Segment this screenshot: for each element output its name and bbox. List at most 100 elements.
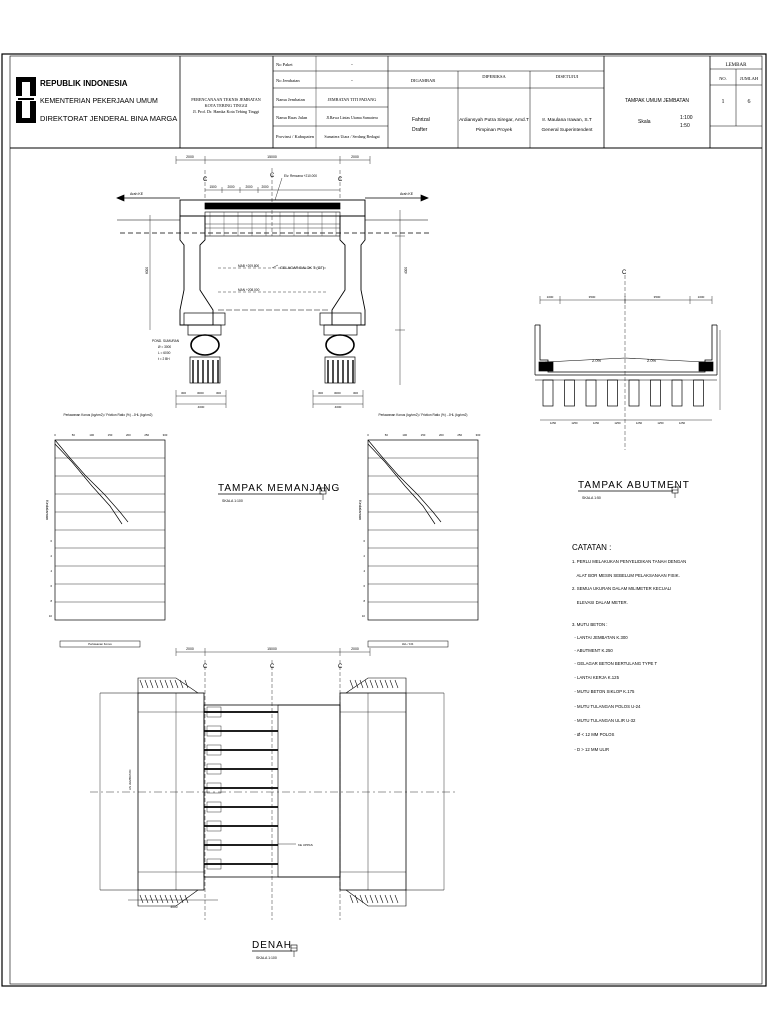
xs-girder (693, 379, 704, 407)
soil-y-tick: 8 (50, 599, 52, 603)
plan-girder-end (206, 820, 222, 832)
plan-dim-top-1: 2000 (186, 647, 194, 651)
soil-y-tick: 6 (50, 584, 52, 588)
project-line-2: KOTA TEBING TINGGI (205, 103, 248, 108)
drawn-by-name: Fahrizal (412, 117, 430, 123)
elev-pile-note-2: Ø = 3000 (158, 345, 171, 349)
plan-deck-note: KE UPPAS (298, 843, 313, 847)
note-line: - GELAGAR BETON BERTULANG TYPE T (572, 661, 658, 666)
field-label-4: Provinsi / Kabupaten (276, 134, 315, 139)
abutment-title: TAMPAK ABUTMENT (578, 480, 690, 491)
plan-wingwall-hatching (139, 679, 399, 904)
plan-bottom-dim: 4000 (170, 905, 177, 909)
soil-x-tick: 300 (476, 433, 481, 437)
project-line-3: Jl. Prof. Dr. Hamka Kota Tebing Tinggi (193, 109, 260, 114)
denah-scale: SKALA 1:100 (256, 956, 277, 960)
sheet-total: 6 (748, 99, 751, 105)
soil-y-tick: 0 (363, 539, 365, 543)
approved-by-name: Ir. Maulana Irawan, S.T (542, 117, 592, 123)
scale-value-1: 1:100 (680, 115, 693, 121)
plan-axis-label: AS JEMBATAN (128, 770, 132, 790)
elev-side-dim-right: 4000 (404, 267, 408, 274)
soil-chart-left-title: Perlawanan Konus (kg/cm2) / Friction Rat… (64, 413, 153, 417)
checked-by-role: Pimpinan Proyek (476, 127, 513, 133)
view-title-abutment: TAMPAK ABUTMENT SKALA 1:50 (578, 480, 690, 500)
role-header-approved: DISETUJUI (556, 74, 579, 79)
elev-annotation-girder: GELAGAR BALOK T (GT) (280, 266, 325, 270)
role-header-drawn: DIGAMBAR (411, 78, 436, 83)
elev-bottom-total-l: 4000 (198, 405, 205, 409)
note-line: - ABUTMENT K.250 (572, 648, 613, 653)
xs-girder (628, 379, 640, 407)
xs-girder (671, 379, 683, 407)
plan-girder-end (206, 744, 222, 756)
memanjang-scale: SKALA 1:100 (222, 499, 243, 503)
field-label-3: Nama Ruas Jalan (276, 115, 308, 120)
xs-dim-bottom: 1250 (571, 421, 578, 425)
sheet-no: 1 (722, 99, 725, 105)
field-label-1: No Jembatan (276, 78, 300, 83)
soil-y-tick: 4 (363, 569, 365, 573)
note-line: 1. PERLU MELAKUKAN PENYELIDIKAN TANAH DE… (572, 559, 686, 564)
field-label-0: No Paket (276, 62, 293, 67)
xs-dim-top-3: 3500 (654, 295, 661, 299)
note-line: - MUTU TULANGAN POLOS U-24 (572, 704, 641, 709)
field-value-2: JEMBATAN TITI PADANG (328, 97, 377, 102)
plan-legend-right: JHL / F.R. (402, 642, 414, 646)
xs-dim-bottom: 1250 (593, 421, 600, 425)
soil-y-tick: 8 (363, 599, 365, 603)
elev-level-1: MAB +209.800 (238, 264, 259, 268)
denah-title: DENAH (252, 940, 292, 951)
soil-y-tick: 10 (362, 614, 366, 618)
soil-x-tick: 200 (439, 433, 444, 437)
elev-side-dim: 6000 (145, 267, 149, 274)
note-line: - LANTAI JEMBATAN K.300 (572, 635, 628, 640)
xs-girder (585, 379, 597, 407)
note-line: - D > 12 MM ULIR (572, 747, 609, 752)
soil-x-tick: 250 (144, 433, 149, 437)
elev-arrow-left: Arah KE (130, 192, 144, 196)
soil-chart-right-ylabel: Kedalaman (358, 500, 363, 520)
elev-dim-sub-3: 2000 (245, 185, 252, 189)
soil-x-tick: 250 (457, 433, 462, 437)
xs-dim-bottom: 1250 (636, 421, 643, 425)
soil-x-tick: 150 (421, 433, 426, 437)
drawn-by-role: Drafter (412, 127, 428, 133)
elev-bottom-total-r: 4000 (335, 405, 342, 409)
elev-bottom-dim-l1: 300 (181, 391, 186, 395)
elev-bottom-dim-r1: 300 (318, 391, 323, 395)
xs-slope-right: 2.0% (647, 358, 657, 363)
field-label-2: Nama Jembatan (276, 97, 306, 102)
plan-view (59, 640, 455, 920)
soil-y-tick: 2 (363, 554, 365, 558)
soil-chart-right-title: Perlawanan Konus (kg/cm2) / Friction Rat… (379, 413, 468, 417)
soil-y-tick: 2 (50, 554, 52, 558)
field-value-4: Sumatera Utara / Serdang Bedagai (324, 134, 380, 139)
sheet-border (1, 53, 767, 987)
approved-by-role: General Superintendent (542, 127, 594, 133)
plan-cut-1: C (203, 664, 208, 670)
agency-line-2: KEMENTERIAN PEKERJAAN UMUM (40, 98, 158, 105)
soil-y-tick: 6 (363, 584, 365, 588)
drawing-frame (9, 55, 763, 985)
soil-x-tick: 50 (72, 433, 76, 437)
scale-label: Skala (638, 119, 651, 125)
notes: CATATAN : 1. PERLU MELAKUKAN PENYELIDIKA… (572, 543, 686, 752)
sheet-header: LEMBAR (726, 63, 748, 68)
elev-cut-label-mid: C (270, 173, 275, 179)
memanjang-title: TAMPAK MEMANJANG (218, 483, 340, 494)
agency-line-1: REPUBLIK INDONESIA (40, 79, 128, 88)
longitudinal-elevation (116, 156, 430, 408)
soil-chart-left-ylabel: Kedalaman (45, 500, 50, 520)
note-line: - Ø < 12 MM POLOS (572, 732, 615, 737)
elev-dim-top-3: 2000 (351, 155, 359, 159)
xs-dim-bottom: 1250 (550, 421, 557, 425)
plan-girder-end (206, 782, 222, 794)
soil-x-tick: 100 (89, 433, 94, 437)
elevation-labels: 2000 15000 2000 1500 2000 2000 2000 C C … (130, 155, 414, 409)
abutment-scale: SKALA 1:50 (582, 496, 601, 500)
elev-dim-sub-2: 2000 (227, 185, 234, 189)
agency-line-3: DIREKTORAT JENDERAL BINA MARGA (40, 114, 177, 123)
